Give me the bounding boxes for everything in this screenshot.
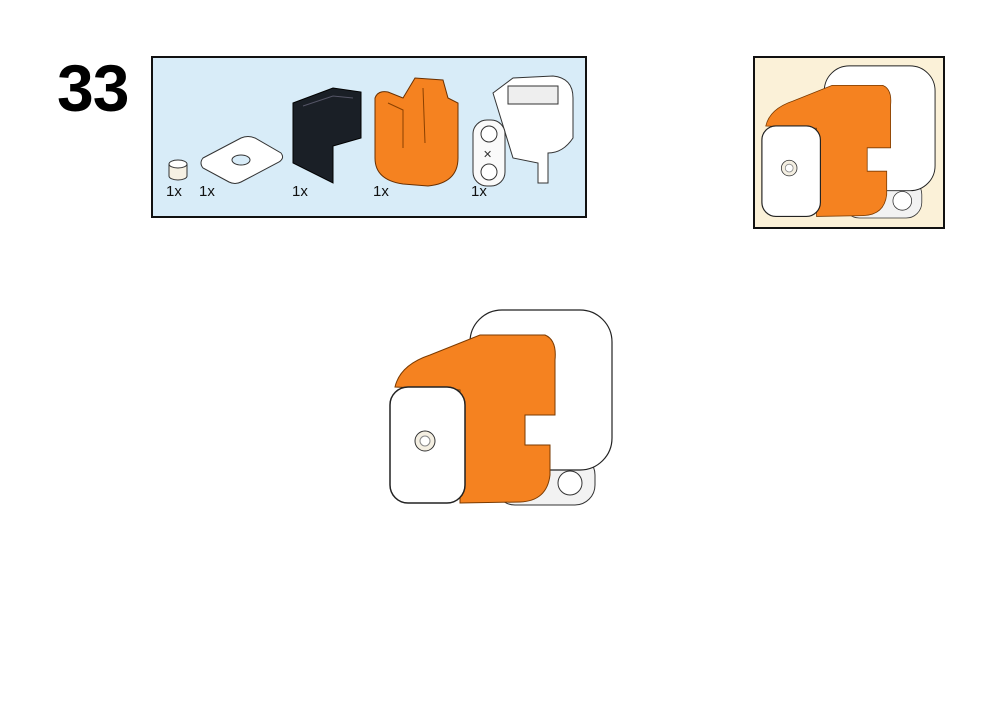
part-quantity: 1x [292, 183, 308, 200]
part-quantity: 1x [471, 183, 487, 200]
black-bracket-part [292, 87, 362, 184]
orange-sleeve-part [374, 77, 459, 187]
parts-illustrations: ✕ [168, 75, 574, 187]
white-housing-part: ✕ [472, 75, 574, 187]
step-number: 33 [57, 51, 129, 125]
part-quantity: 1x [373, 183, 389, 200]
round-plate-part [168, 159, 188, 181]
parts-list-panel: ✕ 1x 1x 1x 1x 1x [151, 56, 587, 218]
preview-assembly-model [761, 65, 936, 219]
part-quantity: 1x [166, 183, 182, 200]
part-quantity: 1x [199, 183, 215, 200]
square-plate-part [200, 136, 284, 184]
svg-text:✕: ✕ [483, 149, 492, 161]
main-assembly-model [389, 309, 613, 506]
